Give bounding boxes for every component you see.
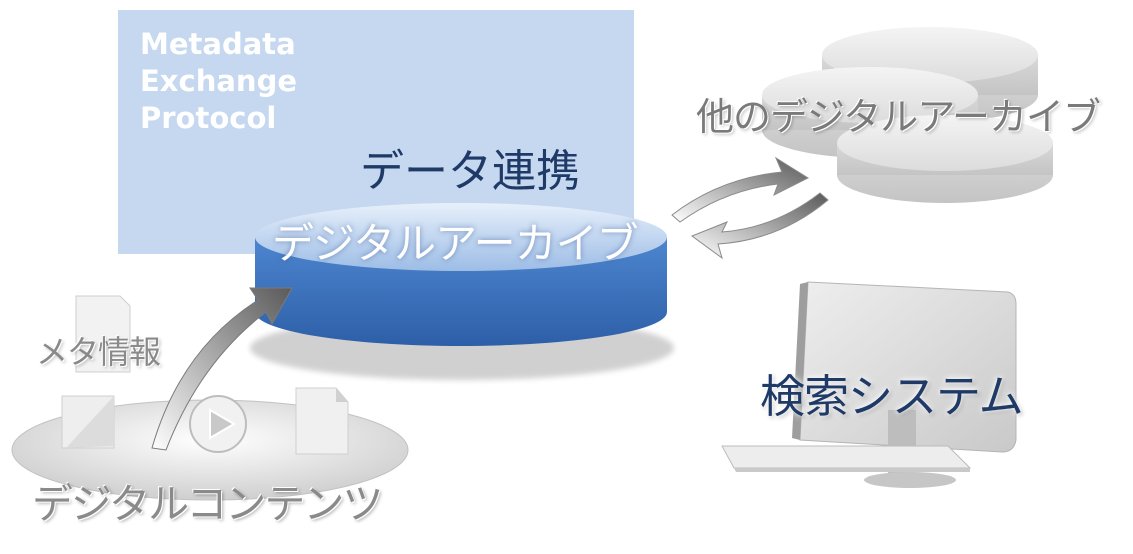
data-link-label: データ連携 xyxy=(360,146,580,197)
other-archives-icon xyxy=(762,27,1053,203)
play-icon xyxy=(189,395,247,453)
sync-arrows-icon xyxy=(671,156,829,260)
protocol-line: Exchange xyxy=(140,64,297,98)
page-icon xyxy=(295,387,349,455)
protocol-line: Protocol xyxy=(140,101,277,135)
other-archives-label: 他のデジタルアーカイブ xyxy=(696,95,1101,139)
document-icon xyxy=(61,395,115,449)
metadata-document-icon xyxy=(75,295,131,373)
protocol-line: Metadata xyxy=(140,27,296,61)
digital-contents-label: デジタルコンテンツ xyxy=(32,480,383,528)
digital-archive-db-icon xyxy=(250,203,674,380)
digital-archive-label: デジタルアーカイブ xyxy=(272,219,639,268)
upload-arrow-icon xyxy=(151,287,293,451)
metadata-label: メタ情報 xyxy=(36,333,161,371)
protocol-label: Metadata Exchange Protocol xyxy=(140,26,297,137)
search-system-label: 検索システム xyxy=(760,370,1024,423)
desktop-computer-icon xyxy=(721,281,1017,488)
